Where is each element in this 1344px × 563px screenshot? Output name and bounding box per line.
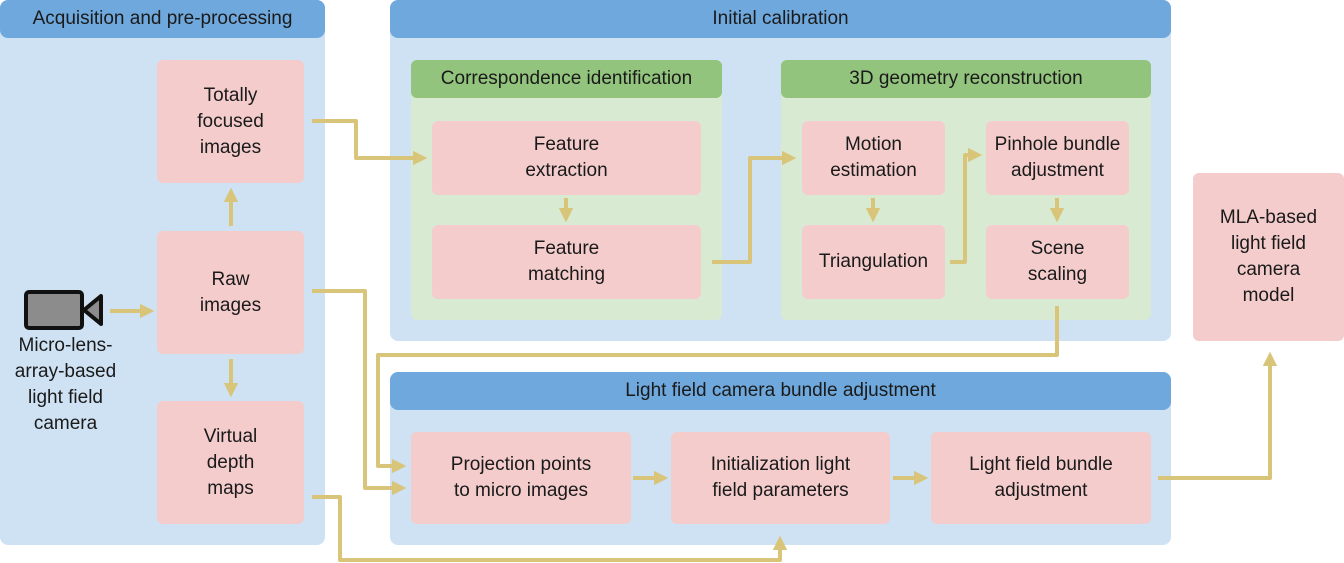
- correspondence-title: Correspondence identification: [411, 60, 722, 98]
- feature-extraction-box: Feature extraction: [432, 121, 701, 195]
- motion-estimation-box: Motion estimation: [802, 121, 945, 195]
- geometry-title: 3D geometry reconstruction: [781, 60, 1151, 98]
- pinhole-bundle-adjustment-box: Pinhole bundle adjustment: [986, 121, 1129, 195]
- projection-points-box: Projection points to micro images: [411, 432, 631, 524]
- triangulation-box: Triangulation: [802, 225, 945, 299]
- camera-label: Micro-lens- array-based light field came…: [14, 335, 117, 434]
- initial-calibration-title: Initial calibration: [390, 0, 1171, 38]
- acquisition-panel-title: Acquisition and pre-processing: [0, 0, 325, 38]
- totally-focused-images-box: Totally focused images: [157, 60, 304, 183]
- arrow-raw-to-projection: [312, 289, 407, 496]
- bundle-adjustment-title: Light field camera bundle adjustment: [390, 372, 1171, 410]
- scene-scaling-box: Scene scaling: [986, 225, 1129, 299]
- feature-matching-box: Feature matching: [432, 225, 701, 299]
- raw-images-box: Raw images: [157, 231, 304, 354]
- virtual-depth-maps-box: Virtual depth maps: [157, 401, 304, 524]
- initialization-lf-parameters-box: Initialization light field parameters: [671, 432, 890, 524]
- lf-bundle-adjustment-box: Light field bundle adjustment: [931, 432, 1151, 524]
- video-camera-icon: [24, 290, 103, 330]
- arrow-lfbundle-to-model: [1158, 351, 1278, 480]
- mla-camera-model-box: MLA-based light field camera model: [1193, 173, 1344, 341]
